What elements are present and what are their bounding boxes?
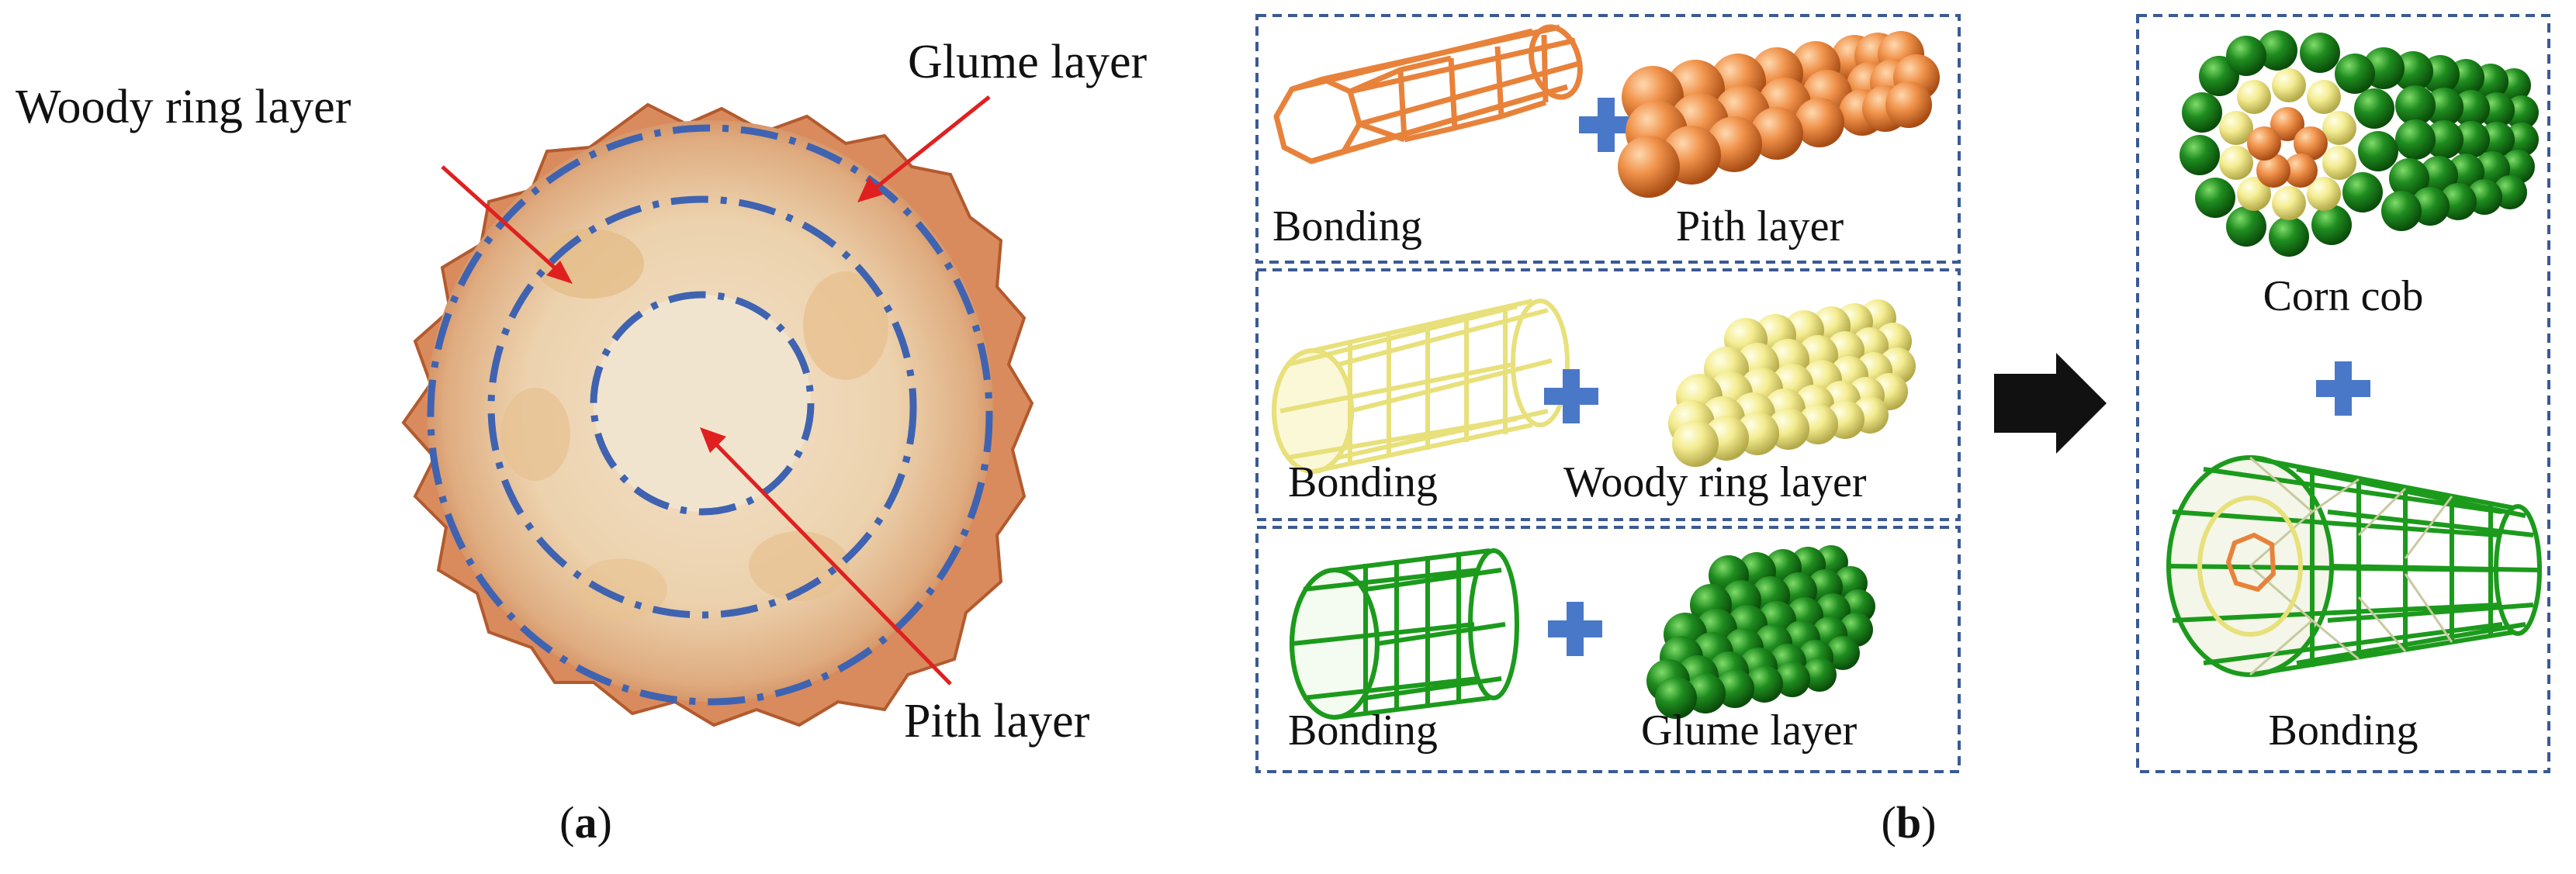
corn-cob-cross-section-photo xyxy=(401,102,1034,727)
pith-bead-bundle xyxy=(1618,31,1940,198)
woody-bead-bundle xyxy=(1668,299,1916,467)
pointer-woody xyxy=(441,165,573,284)
result-frame xyxy=(2136,14,2550,773)
caption-b: (b) xyxy=(1882,797,1937,848)
row2-right-label: Woody ring layer xyxy=(1563,458,1867,506)
plus-sign-2 xyxy=(1544,369,1598,423)
row1-right-label: Pith layer xyxy=(1676,202,1844,250)
label-glume-layer: Glume layer xyxy=(908,36,1148,88)
row-frame-woody xyxy=(1255,268,1961,521)
bonding-cage-yellow xyxy=(1272,299,1570,474)
label-woody-ring-layer: Woody ring layer xyxy=(16,81,351,133)
caption-a: (a) xyxy=(559,797,612,848)
pointer-pith xyxy=(700,427,952,686)
corn-cob-model xyxy=(2180,30,2539,257)
bonding-cage-green xyxy=(1290,548,1519,720)
row3-left-label: Bonding xyxy=(1288,706,1438,755)
glume-boundary-ring xyxy=(427,124,993,706)
result-bottom-label: Bonding xyxy=(2269,706,2418,755)
row3-right-label: Glume layer xyxy=(1641,706,1858,755)
plus-sign-4 xyxy=(2316,361,2370,416)
row-frame-glume xyxy=(1255,526,1961,773)
pith-boundary-ring xyxy=(590,291,815,516)
row2-left-label: Bonding xyxy=(1288,458,1438,506)
plus-sign-3 xyxy=(1548,602,1602,656)
glume-bead-bundle xyxy=(1646,545,1875,719)
bonding-cage-orange xyxy=(1273,24,1583,164)
combine-arrow xyxy=(1994,353,2107,454)
panel-a: Woody ring layer Glume layer Pith layer … xyxy=(16,36,1148,848)
plus-sign-1 xyxy=(1579,98,1633,152)
label-pith-layer: Pith layer xyxy=(904,695,1090,748)
result-top-label: Corn cob xyxy=(2263,272,2424,320)
pith-core xyxy=(594,295,811,512)
row-frame-pith xyxy=(1255,14,1961,264)
row1-left-label: Bonding xyxy=(1272,202,1422,250)
pointer-glume xyxy=(857,95,991,202)
panel-b: Bonding Pith layer xyxy=(1255,14,2550,848)
combined-bonding-cage xyxy=(2166,455,2542,677)
woody-boundary-ring xyxy=(487,195,917,619)
